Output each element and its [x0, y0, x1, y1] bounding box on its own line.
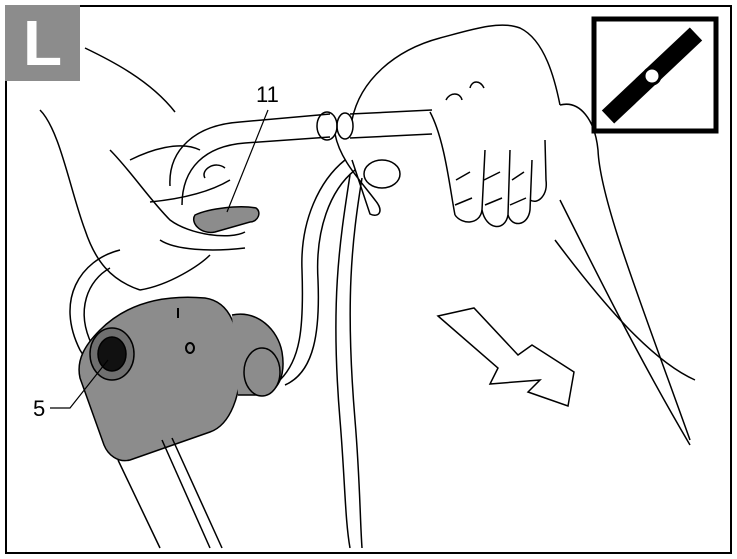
step-letter-tab: L [5, 5, 80, 81]
callout-11: 11 [256, 82, 279, 107]
callout-5: 5 [33, 396, 46, 421]
shaft [117, 437, 223, 549]
cable [279, 133, 401, 549]
motor-housing [78, 296, 284, 462]
handle-tube-right [554, 199, 696, 446]
left-hand [39, 47, 246, 291]
blade-mode-icon [591, 16, 719, 134]
handlebar [169, 109, 433, 206]
lever-11 [193, 206, 260, 234]
leader-lines [50, 109, 269, 409]
direction-arrow [436, 307, 575, 407]
right-hand [351, 24, 691, 441]
